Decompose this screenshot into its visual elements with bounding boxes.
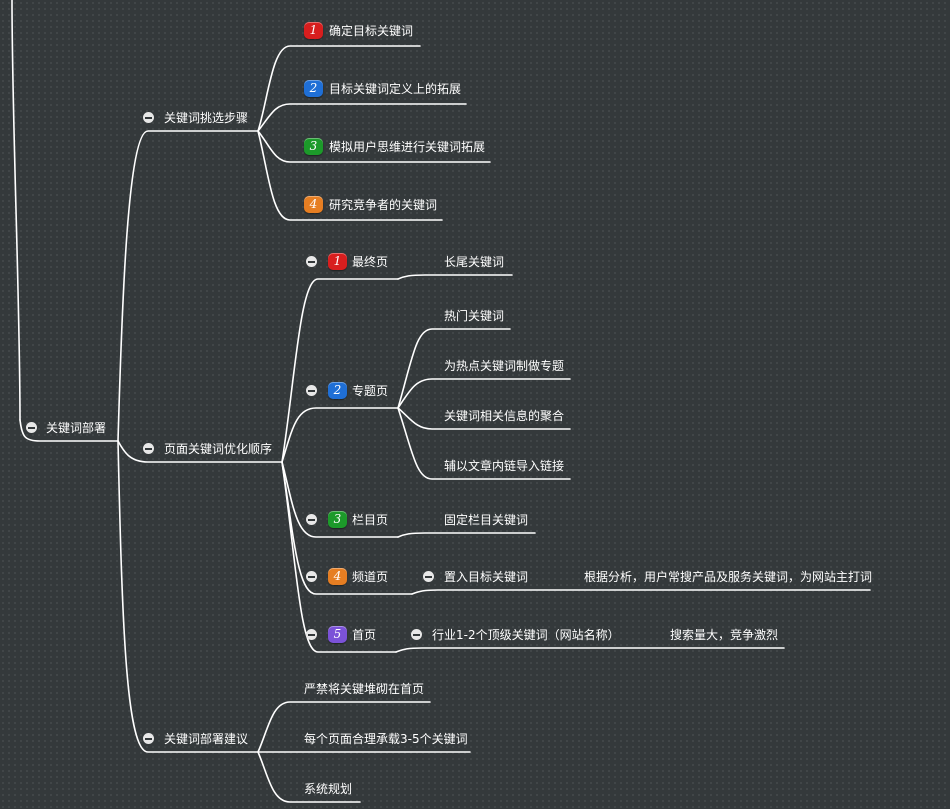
badge-5-icon: 5 [328,626,347,643]
node-advice[interactable]: 关键词部署建议 [164,732,249,746]
connector-root-order [117,440,283,463]
connector-page5-child [395,647,785,653]
connector-root-underline [19,419,119,442]
badge-3-icon: 3 [328,511,347,528]
node-page-2-child-3[interactable]: 关键词相关信息的聚合 [444,409,565,423]
connector-selection-step2 [257,103,467,132]
node-root[interactable]: 关键词部署 [46,421,107,435]
connector-root-stem [11,0,21,421]
connector-page3-child [397,532,536,538]
node-page-5-child[interactable]: 行业1-2个顶级关键词（网站名称） [432,628,620,642]
node-page-1[interactable]: 最终页 [352,255,389,269]
connector-order-page1 [281,278,399,463]
node-selection-step-4[interactable]: 研究竞争者的关键词 [329,198,438,212]
node-advice-item-2[interactable]: 每个页面合理承载3-5个关键词 [304,732,468,746]
node-advice-item-3[interactable]: 系统规划 [304,782,353,796]
badge-2-icon: 2 [304,80,323,97]
connector-page2-child4 [397,407,571,480]
node-page-2-child-2[interactable]: 为热点关键词制做专题 [444,359,565,373]
node-selection[interactable]: 关键词挑选步骤 [164,111,249,125]
connector-order-page5 [281,461,397,653]
connector-advice-item3 [257,751,361,803]
badge-2-icon: 2 [328,382,347,399]
badge-4-icon: 4 [328,568,347,585]
badge-3-icon: 3 [304,138,323,155]
collapse-toggle-page-1[interactable] [306,256,317,267]
connector-selection-step4 [257,130,443,221]
collapse-toggle-page-4-child[interactable] [423,571,434,582]
connector-advice-item1 [257,701,431,753]
connector-page2-child1 [397,328,511,409]
node-page-5[interactable]: 首页 [352,628,377,642]
connector-page2-child3 [397,407,571,430]
connector-page4-child [411,589,871,595]
node-advice-item-1[interactable]: 严禁将关键堆砌在首页 [304,682,425,696]
connector-root-advice [117,440,259,753]
collapse-toggle-root[interactable] [26,422,37,433]
connector-selection-step3 [257,130,491,163]
node-selection-step-2[interactable]: 目标关键词定义上的拓展 [329,82,462,96]
collapse-toggle-page-3[interactable] [306,514,317,525]
connector-page2-child2 [397,378,571,409]
node-page-1-child-1[interactable]: 长尾关键词 [444,255,505,269]
collapse-toggle-advice[interactable] [143,733,154,744]
connector-page1-child [397,274,513,280]
collapse-toggle-page-5-child[interactable] [411,629,422,640]
node-order[interactable]: 页面关键词优化顺序 [164,442,273,456]
node-page-2-child-1[interactable]: 热门关键词 [444,309,505,323]
node-page-2[interactable]: 专题页 [352,384,389,398]
node-selection-step-1[interactable]: 确定目标关键词 [329,24,414,38]
node-page-4-child[interactable]: 置入目标关键词 [444,570,529,584]
node-page-3[interactable]: 栏目页 [352,513,389,527]
node-page-4-grandchild[interactable]: 根据分析，用户常搜产品及服务关键词，为网站主打词 [584,570,873,584]
node-page-5-grandchild[interactable]: 搜索量大，竞争激烈 [670,628,779,642]
node-page-3-child-1[interactable]: 固定栏目关键词 [444,513,529,527]
badge-4-icon: 4 [304,196,323,213]
badge-1-icon: 1 [328,253,347,270]
collapse-toggle-selection[interactable] [143,112,154,123]
collapse-toggle-page-4[interactable] [306,571,317,582]
node-selection-step-3[interactable]: 模拟用户思维进行关键词拓展 [329,140,486,154]
connector-selection-step1 [257,45,421,132]
connector-root-selection [117,130,259,442]
connector-order-page2 [281,407,399,463]
node-page-2-child-4[interactable]: 辅以文章内链导入链接 [444,459,565,473]
connector-order-page3 [281,461,399,538]
badge-1-icon: 1 [304,22,323,39]
collapse-toggle-page-5[interactable] [306,629,317,640]
collapse-toggle-page-2[interactable] [306,385,317,396]
collapse-toggle-order[interactable] [143,443,154,454]
node-page-4[interactable]: 频道页 [352,570,389,584]
